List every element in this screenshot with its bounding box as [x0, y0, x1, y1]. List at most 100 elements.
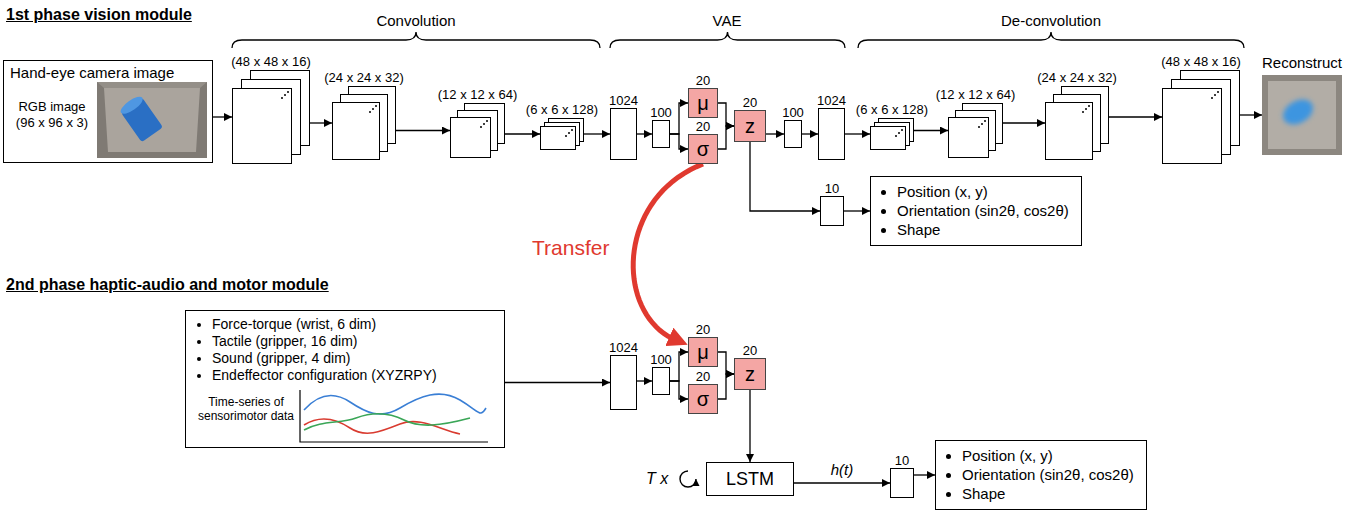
dense-layer: 100	[652, 120, 670, 148]
latent-box: 20σ	[688, 134, 718, 164]
layer-size-label: Reconstruct	[1262, 55, 1342, 71]
arrow-connector	[670, 352, 688, 381]
feature-map-stack	[450, 103, 505, 158]
signal-line	[304, 419, 460, 434]
arrow-connector	[802, 133, 818, 134]
layer-size-label: (12 x 12 x 64)	[936, 88, 1016, 101]
arrow-connector	[670, 134, 688, 149]
layer-size-label: 1024	[817, 94, 846, 107]
image-caption: RGB image (96 x 96 x 3)	[8, 99, 96, 131]
ellipsis-dot	[372, 108, 374, 110]
layer-size-label: 100	[782, 106, 804, 119]
dense-layer: 100	[784, 120, 802, 148]
ellipsis-dot	[1214, 94, 1216, 96]
feature-map	[871, 127, 906, 150]
arrow-connector	[1240, 114, 1262, 115]
feature-map-stack	[1162, 70, 1240, 164]
lstm-cell: LSTM	[706, 462, 794, 496]
dense-layer: 1024	[610, 108, 637, 160]
ellipsis-dot	[287, 91, 289, 93]
bullet-item: Orientation (sin2θ, cos2θ)	[962, 465, 1134, 484]
layer-size-label: (24 x 24 x 32)	[1037, 71, 1117, 84]
box-rim	[97, 82, 207, 88]
arrow-connector	[637, 380, 652, 381]
arrow-connector	[670, 381, 688, 399]
curly-brace	[232, 32, 600, 48]
feature-map	[1046, 103, 1093, 160]
section-heading: 2nd phase haptic-audio and motor module	[6, 276, 329, 294]
bullet-item: Position (x, y)	[962, 446, 1134, 465]
reconstructed-photo	[1262, 75, 1342, 155]
bullet-item: Tactile (gripper, 16 dim)	[212, 333, 492, 350]
dense-layer: 10	[890, 468, 914, 498]
arrow-connector	[749, 390, 750, 462]
ellipsis-dot	[895, 135, 897, 137]
layer-size-label: 20	[696, 370, 710, 383]
feature-map	[451, 118, 491, 158]
chart-axes	[300, 390, 488, 442]
latent-symbol: z	[745, 364, 755, 384]
layer-size-label: 20	[743, 96, 757, 109]
ellipsis-dot	[1088, 105, 1090, 107]
arrow-connector	[750, 142, 820, 211]
input-image-box: Hand-eye camera imageRGB image (96 x 96 …	[3, 60, 213, 163]
image-title: Hand-eye camera image	[4, 61, 212, 82]
dense-layer: 10	[820, 196, 844, 226]
ellipsis-dot	[281, 97, 283, 99]
arrow-connector	[766, 133, 784, 134]
latent-box: 20σ	[688, 384, 718, 414]
ellipsis-dot	[898, 132, 900, 134]
layer-size-label: 1024	[609, 341, 638, 354]
arrow-connector	[718, 374, 734, 399]
arrow-connector	[844, 210, 870, 211]
arrow-connector	[845, 133, 870, 134]
feature-map	[541, 127, 576, 150]
layer-size-label: 20	[696, 120, 710, 133]
feature-map-stack	[1045, 86, 1109, 160]
dense-layer: 1024	[818, 108, 845, 160]
time-series-chart	[300, 390, 488, 442]
arrow-connector	[718, 352, 734, 374]
feature-map-stack	[948, 103, 1003, 158]
layer-size-label: (48 x 48 x 16)	[231, 55, 311, 68]
output-box: Position (x, y)Orientation (sin2θ, cos2θ…	[870, 176, 1082, 246]
camera-photo	[97, 82, 207, 158]
edge-label: h(t)	[829, 461, 856, 479]
bullet-item: Shape	[897, 220, 1069, 239]
arrow-connector	[794, 482, 890, 483]
group-label: De-convolution	[1001, 12, 1101, 29]
layer-size-label: (24 x 24 x 32)	[324, 71, 404, 84]
layer-size-label: 10	[895, 454, 909, 467]
arrow-connector	[396, 130, 450, 131]
module-name: LSTM	[726, 469, 774, 489]
conv-layer: (6 x 6 x 128)	[540, 118, 584, 150]
deconv-layer: (24 x 24 x 32)	[1045, 86, 1109, 160]
bullet-item: Orientation (sin2θ, cos2θ)	[897, 201, 1069, 220]
bullet-list: Force-torque (wrist, 6 dim)Tactile (grip…	[186, 316, 492, 384]
latent-symbol: z	[745, 116, 755, 136]
ellipsis-dot	[571, 129, 573, 131]
ellipsis-dot	[284, 94, 286, 96]
arrow-connector	[310, 122, 332, 123]
bullet-item: Endeffector configuration (XYZRPY)	[212, 367, 492, 384]
bullet-list: Position (x, y)Orientation (sin2θ, cos2θ…	[871, 182, 1069, 239]
dense-layer: 100	[652, 367, 670, 395]
ellipsis-dot	[984, 120, 986, 122]
ellipsis-dot	[901, 129, 903, 131]
box-floor	[104, 88, 200, 152]
ellipsis-dot	[369, 111, 371, 113]
layer-size-label: (12 x 12 x 64)	[438, 88, 518, 101]
arrow-connector	[914, 130, 948, 131]
layer-size-label: (48 x 48 x 16)	[1161, 55, 1241, 68]
feature-map-stack	[870, 118, 914, 150]
conv-layer: (48 x 48 x 16)	[232, 70, 310, 164]
arrow-connector	[505, 133, 540, 134]
ellipsis-dot	[1082, 111, 1084, 113]
group-label: Convolution	[376, 12, 455, 29]
reconstruct-image: Reconstruct	[1262, 75, 1342, 155]
blue-cylinder	[118, 94, 163, 142]
bullet-item: Force-torque (wrist, 6 dim)	[212, 316, 492, 333]
box-wall	[97, 82, 207, 158]
